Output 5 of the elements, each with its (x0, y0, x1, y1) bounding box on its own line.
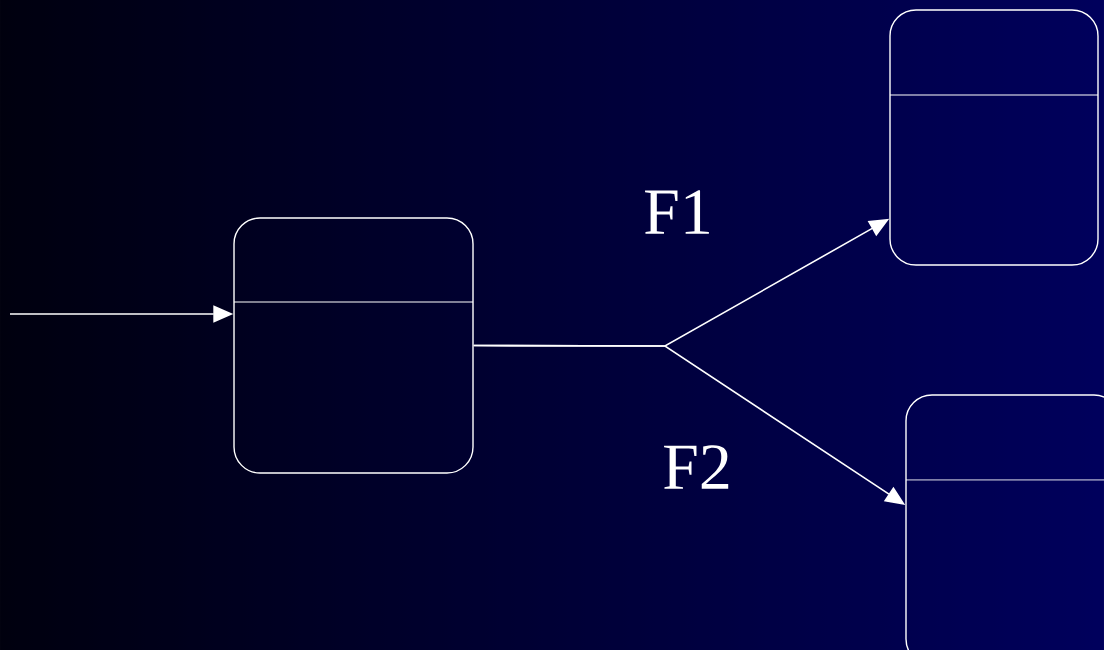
state-box (905, 394, 1104, 650)
edge-label: F2 (664, 445, 729, 489)
state-box (889, 9, 1099, 266)
edge-label: F1 (645, 190, 709, 234)
state-box (233, 217, 474, 474)
